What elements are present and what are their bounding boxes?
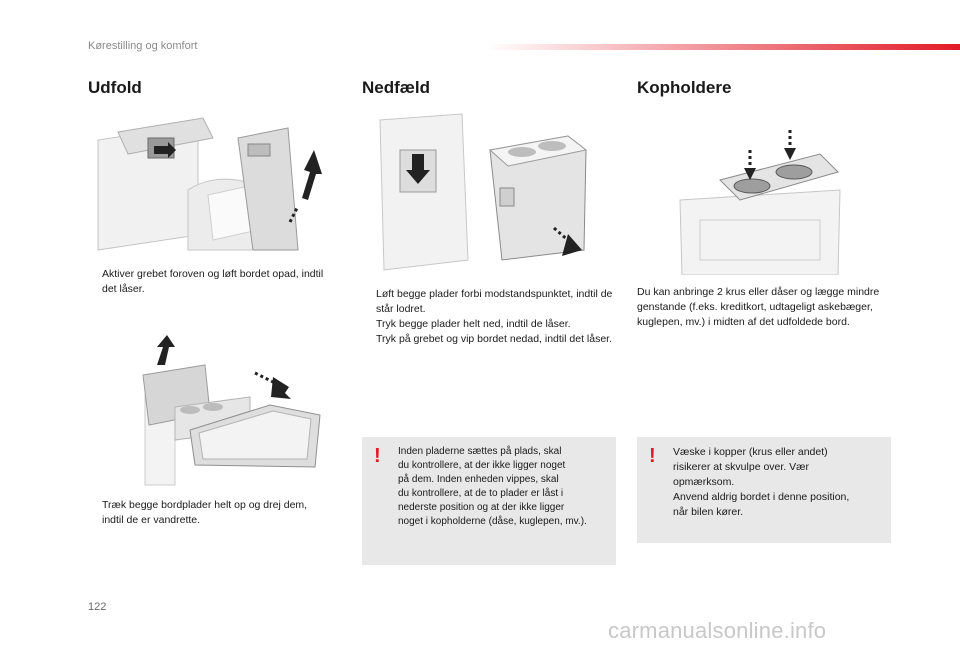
fold-illustration <box>379 113 588 271</box>
unfold-step-1: Aktiver grebet foroven og løft bordet op… <box>88 267 338 297</box>
page-number: 122 <box>88 601 107 613</box>
unfold-lift-illustration <box>97 117 322 251</box>
header-accent-bar <box>486 44 960 50</box>
bullet-icon <box>362 317 376 332</box>
cupholders-illustration <box>679 130 841 275</box>
unfold-tables-illustration <box>142 335 321 486</box>
bullet-icon <box>88 498 102 528</box>
fold-warning-text: Inden pladerne sættes på plads, skal du … <box>398 446 587 527</box>
unfold-step-1-text: Aktiver grebet foroven og løft bordet op… <box>102 268 324 295</box>
unfold-step-2-text: Træk begge bordplader helt op og drej de… <box>102 499 308 526</box>
warning-icon: ! <box>374 445 381 467</box>
section-title-cupholders: Kopholdere <box>637 78 732 97</box>
cupholders-warning-box: ! Væske i kopper (krus eller andet) risi… <box>637 437 891 543</box>
cupholders-warning-text: Væske i kopper (krus eller andet) risike… <box>673 446 850 518</box>
cupholders-text: Du kan anbringe 2 krus eller dåser og læ… <box>637 286 880 328</box>
section-title-unfold: Udfold <box>88 78 142 97</box>
fold-steps: Løft begge plader forbi modstandspunktet… <box>362 287 617 347</box>
warning-icon: ! <box>649 445 656 467</box>
unfold-step-2: Træk begge bordplader helt op og drej de… <box>88 498 328 528</box>
watermark: carmanualsonline.info <box>608 618 827 643</box>
fold-warning-box: ! Inden pladerne sættes på plads, skal d… <box>362 437 616 565</box>
fold-step-2-text: Tryk begge plader helt ned, indtil de lå… <box>376 318 571 330</box>
bullet-icon <box>362 287 376 317</box>
bullet-icon <box>362 332 376 347</box>
fold-step-3-text: Tryk på grebet og vip bordet nedad, indt… <box>376 333 613 345</box>
bullet-icon <box>88 267 102 297</box>
section-title-fold: Nedfæld <box>362 78 430 97</box>
fold-step-1-text: Løft begge plader forbi modstandspunktet… <box>376 288 613 315</box>
header-title: Kørestilling og komfort <box>88 40 198 52</box>
